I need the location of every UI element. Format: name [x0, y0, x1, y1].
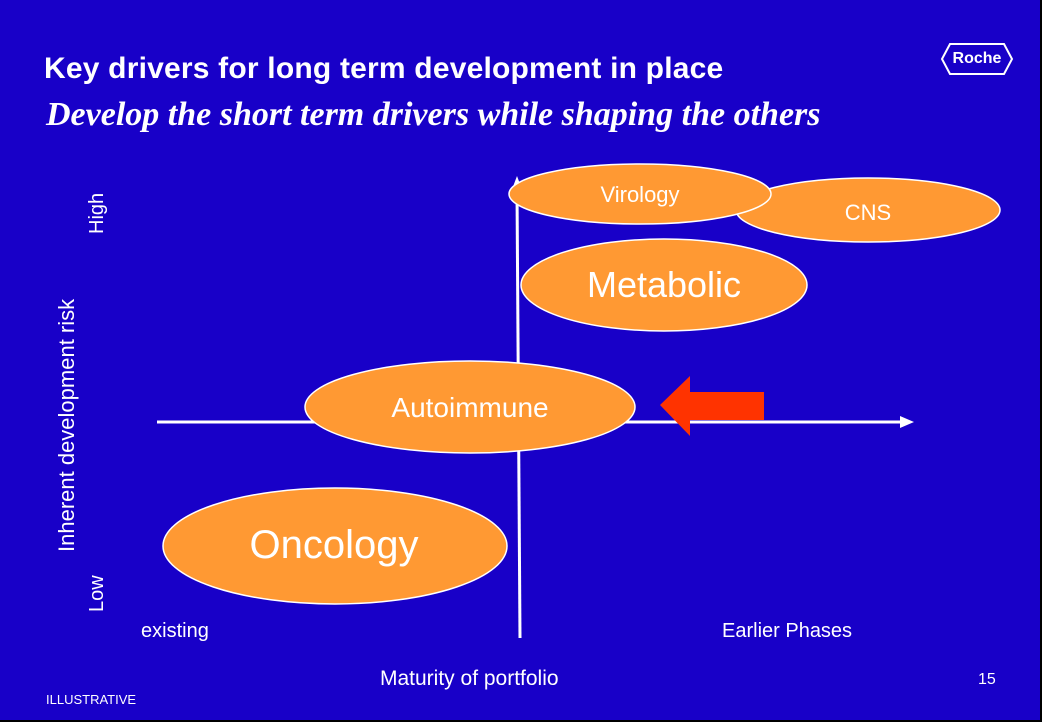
x-left-label: existing [141, 620, 209, 642]
page-number: 15 [978, 671, 996, 688]
y-low-label: Low [86, 575, 108, 612]
oncology-label: Oncology [249, 523, 419, 567]
illustrative-tag: ILLUSTRATIVE [46, 692, 137, 707]
virology-ellipse [508, 163, 772, 225]
oncology-ellipse [162, 487, 508, 605]
red-left-arrow [660, 376, 764, 436]
metabolic-label: Metabolic [586, 264, 742, 305]
autoimmune-ellipse [304, 360, 636, 454]
cns-label: CNS [844, 200, 892, 225]
slide-subtitle: Develop the short term drivers while sha… [46, 96, 821, 133]
slide-title: Key drivers for long term development in… [44, 52, 724, 85]
x-right-label: Earlier Phases [722, 620, 853, 642]
x-axis-label: Maturity of portfolio [380, 667, 559, 690]
y-axis-label: Inherent development risk [54, 298, 79, 552]
autoimmune-label: Autoimmune [391, 392, 549, 423]
y-high-label: High [86, 192, 108, 234]
x-axis-arrowhead [900, 416, 914, 428]
virology-label: Virology [600, 182, 680, 207]
metabolic-ellipse [520, 238, 808, 332]
roche-logo-text: Roche [952, 50, 1002, 67]
roche-logo [940, 43, 1014, 75]
